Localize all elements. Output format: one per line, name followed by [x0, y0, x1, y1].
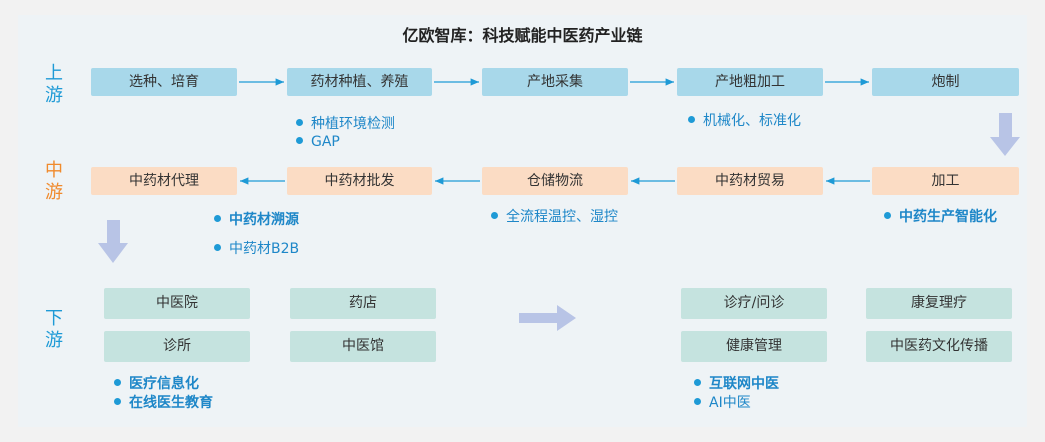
stage-label-char: 中 [45, 160, 63, 181]
note-gap: GAP [296, 134, 340, 150]
stage-label-char: 游 [45, 182, 63, 203]
midstream-box-logistics: 仓储物流 [482, 167, 628, 195]
upstream-box-planting: 药材种植、养殖 [287, 68, 432, 96]
note-text: AI中医 [709, 395, 751, 411]
midstream-box-processing: 加工 [872, 167, 1019, 195]
note-mechanization: 机械化、标准化 [688, 110, 801, 130]
downstream-box-clinic: 诊所 [104, 331, 250, 362]
bullet-dot [884, 211, 891, 219]
big-down-arrow [98, 220, 128, 263]
note-text: 机械化、标准化 [703, 113, 801, 129]
upstream-box-paozhi: 炮制 [872, 68, 1019, 96]
midstream-box-agent: 中药材代理 [91, 167, 237, 195]
downstream-box-rehabilitation: 康复理疗 [866, 288, 1012, 319]
downstream-box-tcm-hall: 中医馆 [290, 331, 436, 362]
note-temp-humidity: 全流程温控、湿控 [491, 206, 618, 226]
bullet-dot [694, 397, 701, 405]
note-text: 中药材B2B [229, 241, 300, 257]
note-text: 中药生产智能化 [899, 209, 997, 225]
big-right-arrow [519, 305, 576, 331]
downstream-box-pharmacy: 药店 [290, 288, 436, 319]
note-b2b: 中药材B2B [214, 238, 299, 258]
bullet-dot [296, 136, 303, 144]
stage-label-upstream: 上 游 [44, 63, 64, 107]
note-text: GAP [311, 134, 340, 150]
stage-label-char: 游 [45, 330, 63, 351]
upstream-box-collection: 产地采集 [482, 68, 628, 96]
bullet-dot [491, 211, 498, 219]
downstream-box-culture: 中医药文化传播 [866, 331, 1012, 362]
downstream-box-health-management: 健康管理 [681, 331, 827, 362]
bullet-dot [214, 214, 221, 222]
big-down-arrow [990, 113, 1020, 156]
note-traceability: 中药材溯源 [214, 209, 299, 229]
stage-label-downstream: 下 游 [44, 308, 64, 352]
diagram-title: 亿欧智库：科技赋能中医药产业链 [402, 26, 643, 45]
note-planting-env: 种植环境检测 [296, 113, 395, 133]
note-ai-tcm: AI中医 [694, 392, 751, 412]
note-text: 种植环境检测 [311, 116, 395, 132]
stage-label-char: 游 [45, 85, 63, 106]
note-text: 中药材溯源 [229, 212, 299, 228]
stage-label-char: 下 [45, 308, 63, 329]
note-internet-tcm: 互联网中医 [694, 373, 779, 393]
midstream-box-wholesale: 中药材批发 [287, 167, 432, 195]
upstream-box-rough-processing: 产地粗加工 [677, 68, 823, 96]
bullet-dot [214, 243, 221, 251]
note-online-education: 在线医生教育 [114, 392, 213, 412]
note-smart-production: 中药生产智能化 [884, 206, 997, 226]
upstream-box-breeding: 选种、培育 [91, 68, 237, 96]
downstream-box-tcm-hospital: 中医院 [104, 288, 250, 319]
bullet-dot [114, 397, 121, 405]
note-text: 全流程温控、湿控 [506, 209, 618, 225]
bullet-dot [114, 378, 121, 386]
midstream-box-trade: 中药材贸易 [677, 167, 823, 195]
bullet-dot [688, 115, 695, 123]
stage-label-char: 上 [45, 63, 63, 84]
note-text: 医疗信息化 [129, 376, 199, 392]
note-medical-info: 医疗信息化 [114, 373, 199, 393]
note-text: 在线医生教育 [129, 395, 213, 411]
bullet-dot [694, 378, 701, 386]
downstream-box-consultation: 诊疗/问诊 [681, 288, 827, 319]
note-text: 互联网中医 [709, 376, 779, 392]
stage-label-midstream: 中 游 [44, 160, 64, 204]
bullet-dot [296, 118, 303, 126]
